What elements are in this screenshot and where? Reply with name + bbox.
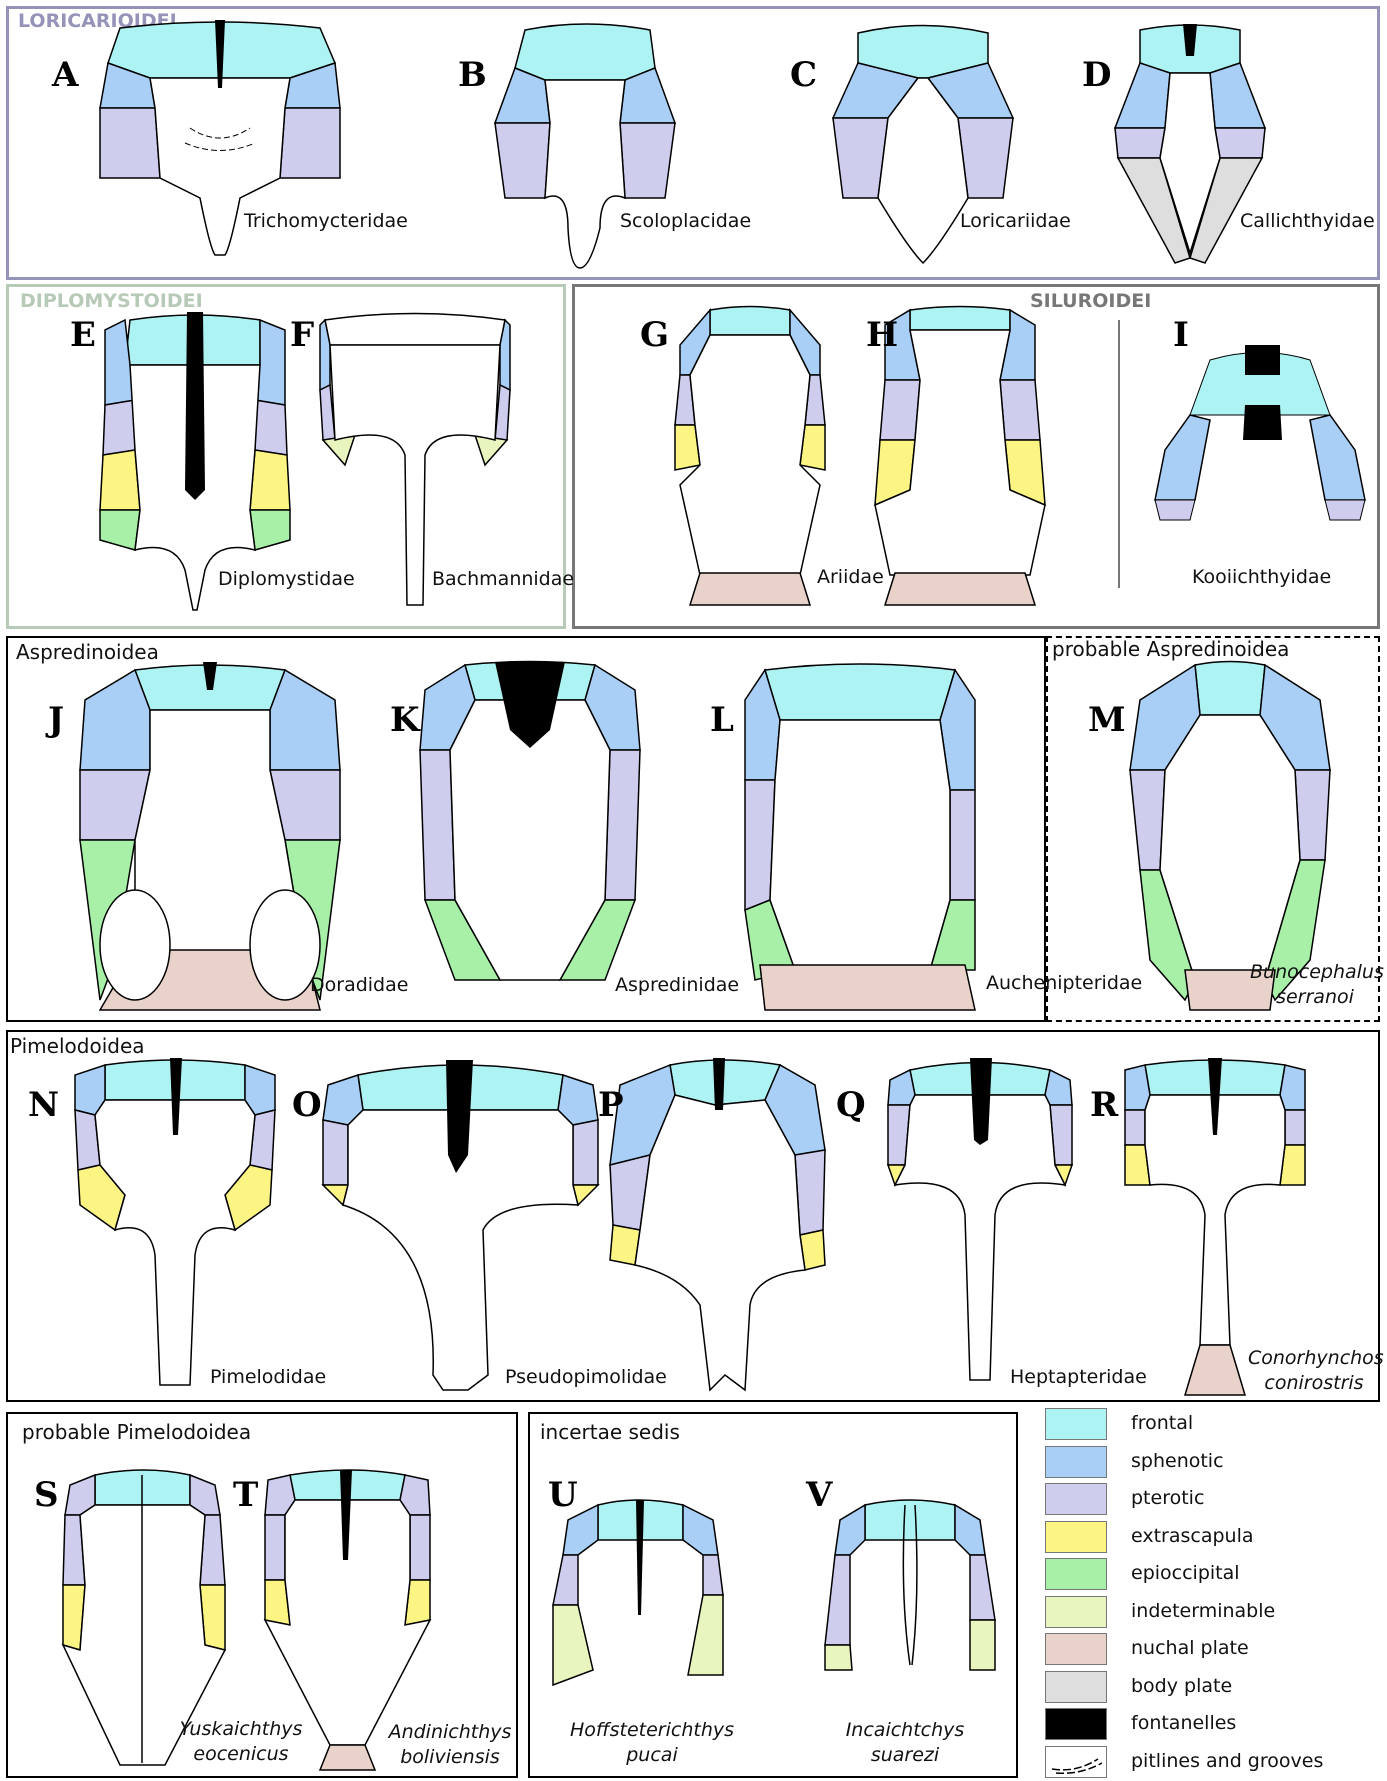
skull-p (605, 1055, 830, 1395)
legend-swatch (1045, 1746, 1107, 1778)
label-conorhynchos-conirostris: Conorhynchos conirostris (1248, 1346, 1380, 1396)
skull-b (490, 18, 680, 273)
legend-label: indeterminable (1131, 1600, 1275, 1622)
legend-label: sphenotic (1131, 1450, 1224, 1472)
label-kooiichthyidae: Kooiichthyidae (1192, 566, 1331, 588)
panel-letter-j: J (48, 700, 64, 740)
label-andinichthys-line1: Andinichthys (380, 1720, 520, 1745)
skull-u (548, 1495, 728, 1695)
skull-a (90, 18, 350, 273)
legend-label: extrascapula (1131, 1525, 1254, 1547)
label-hoffsteterichthys-line2: pucai (562, 1743, 742, 1768)
label-andinichthys-boliviensis: Andinichthys boliviensis (380, 1720, 520, 1770)
label-callichthyidae: Callichthyidae (1240, 210, 1375, 232)
panel-letter-s: S (34, 1475, 59, 1515)
panel-letter-i: I (1173, 315, 1189, 355)
label-conorhynchos-line2: conirostris (1248, 1371, 1380, 1396)
panel-letter-c: C (790, 55, 817, 95)
label-andinichthys-line2: boliviensis (380, 1745, 520, 1770)
panel-letter-t: T (233, 1475, 258, 1515)
label-ariidae: Ariidae (817, 566, 884, 588)
panel-letter-k: K (390, 700, 420, 740)
panel-letter-r: R (1090, 1085, 1118, 1125)
label-loricariidae: Loricariidae (960, 210, 1071, 232)
skull-d (1110, 18, 1270, 273)
skull-n (70, 1055, 280, 1395)
panel-letter-n: N (28, 1085, 59, 1125)
panel-letter-q: Q (836, 1085, 866, 1125)
group-title-probable-pimelodoidea: probable Pimelodoidea (22, 1420, 251, 1444)
skull-g (670, 305, 830, 610)
legend-swatch (1045, 1558, 1107, 1590)
label-doradidae: Doradidae (310, 974, 408, 996)
label-bunocephalus-serranoi: Bunocephalus serranoi (1250, 960, 1380, 1010)
label-bunocephalus-line2: serranoi (1250, 985, 1380, 1010)
skull-k (415, 660, 645, 1000)
panel-letter-p: P (598, 1085, 624, 1125)
group-title-incertae-sedis: incertae sedis (540, 1420, 680, 1444)
skull-c (828, 18, 1018, 273)
legend-swatch (1045, 1596, 1107, 1628)
panel-letter-u: U (548, 1475, 578, 1515)
skull-q (880, 1055, 1080, 1395)
legend-swatch (1045, 1408, 1107, 1440)
legend-swatch (1045, 1633, 1107, 1665)
label-aspredinidae: Aspredinidae (615, 974, 739, 996)
skull-v (820, 1495, 1000, 1695)
label-auchenipteridae: Auchenipteridae (986, 972, 1142, 994)
legend-swatch (1045, 1521, 1107, 1553)
label-conorhynchos-line1: Conorhynchos (1248, 1346, 1380, 1371)
label-hoffsteterichthys-line1: Hoffsteterichthys (562, 1718, 742, 1743)
panel-letter-v: V (806, 1475, 832, 1515)
skull-o (318, 1055, 603, 1395)
panel-letter-b: B (458, 55, 487, 95)
siluroidei-divider (1118, 320, 1120, 588)
legend-swatch (1045, 1708, 1107, 1740)
skull-l (740, 660, 980, 1015)
label-scoloplacidae: Scoloplacidae (620, 210, 751, 232)
legend-label: pterotic (1131, 1487, 1204, 1509)
label-heptapteridae: Heptapteridae (1010, 1366, 1147, 1388)
legend-label: fontanelles (1131, 1712, 1236, 1734)
label-yuskaichthys-eocenicus: Yuskaichthys eocenicus (176, 1717, 306, 1767)
label-pimelodidae: Pimelodidae (210, 1366, 326, 1388)
panel-letter-l: L (710, 700, 734, 740)
label-trichomycteridae: Trichomycteridae (244, 210, 408, 232)
skull-r (1120, 1055, 1310, 1395)
legend-swatch (1045, 1483, 1107, 1515)
legend-swatch (1045, 1671, 1107, 1703)
label-incaichtchys-line2: suarezi (830, 1743, 980, 1768)
legend-label: body plate (1131, 1675, 1232, 1697)
label-diplomystidae: Diplomystidae (218, 568, 355, 590)
legend-label: pitlines and grooves (1131, 1750, 1323, 1772)
label-pseudopimolidae: Pseudopimolidae (505, 1366, 667, 1388)
label-bachmannidae: Bachmannidae (432, 568, 574, 590)
legend-label: nuchal plate (1131, 1637, 1249, 1659)
label-incaichtchys-suarezi: Incaichtchys suarezi (830, 1718, 980, 1768)
label-incaichtchys-line1: Incaichtchys (830, 1718, 980, 1743)
panel-letter-g: G (640, 315, 669, 355)
skull-i (1150, 340, 1370, 525)
panel-letter-o: O (292, 1085, 322, 1125)
group-title-diplomystoidei: DIPLOMYSTOIDEI (20, 290, 203, 312)
label-hoffsteterichthys-pucai: Hoffsteterichthys pucai (562, 1718, 742, 1768)
label-bunocephalus-line1: Bunocephalus (1250, 960, 1380, 985)
group-title-probable-aspredinoidea: probable Aspredinoidea (1052, 637, 1289, 661)
panel-letter-h: H (866, 315, 898, 355)
panel-letter-a: A (52, 55, 78, 95)
panel-letter-d: D (1082, 55, 1111, 95)
panel-letter-m: M (1088, 700, 1126, 740)
label-yuskaichthys-line2: eocenicus (176, 1742, 306, 1767)
legend-label: epioccipital (1131, 1562, 1240, 1584)
legend-swatch (1045, 1446, 1107, 1478)
panel-letter-f: F (290, 315, 314, 355)
skull-j (75, 660, 345, 1015)
panel-letter-e: E (70, 315, 96, 355)
legend-label: frontal (1131, 1412, 1193, 1434)
label-yuskaichthys-line1: Yuskaichthys (176, 1717, 306, 1742)
